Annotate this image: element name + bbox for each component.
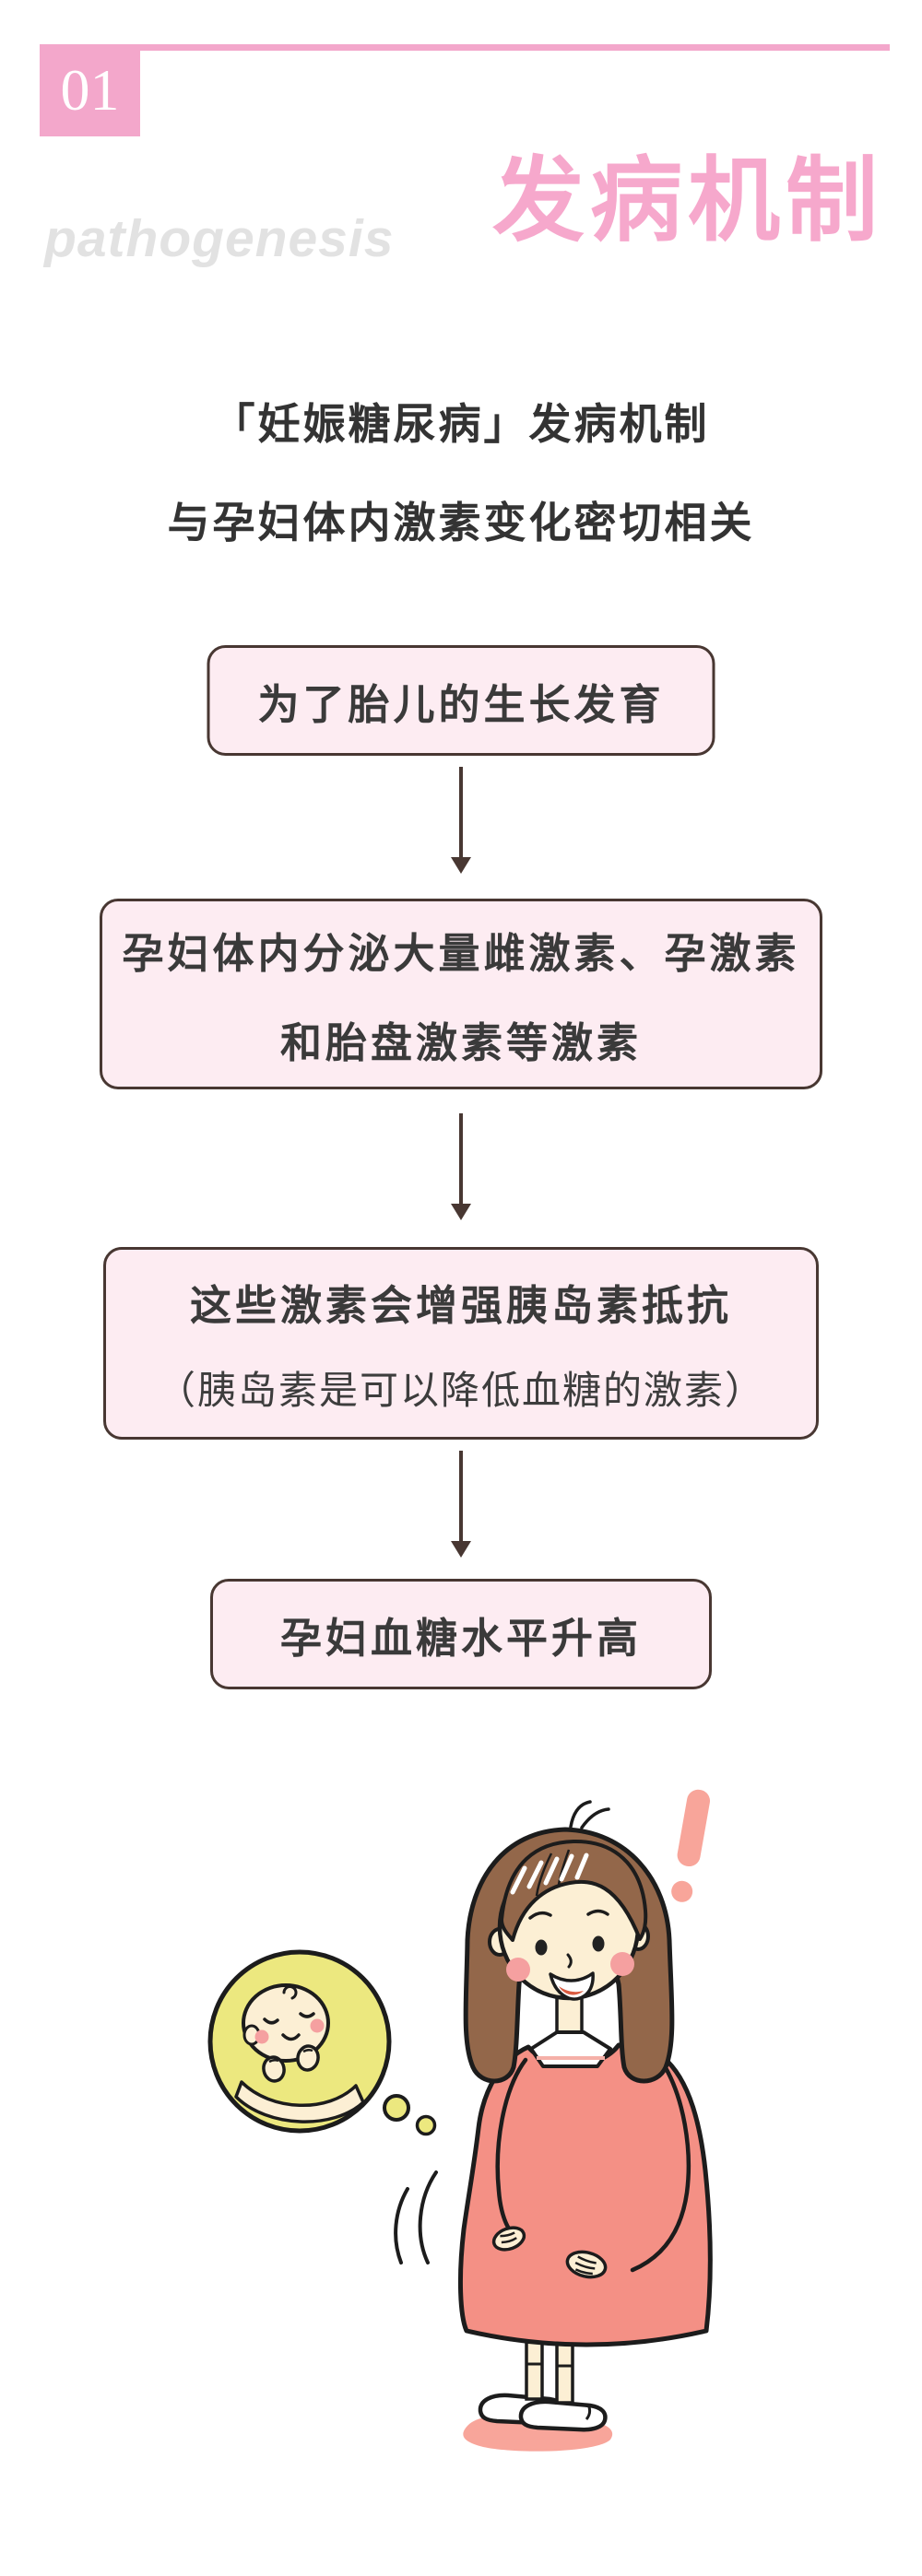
section-number: 01 [60, 57, 120, 123]
flow-step-3: 这些激素会增强胰岛素抵抗 （胰岛素是可以降低血糖的激素） [103, 1247, 819, 1440]
flow-arrow-3 [459, 1451, 463, 1543]
hair-shine [510, 1853, 589, 1895]
flow-step-3-text: 这些激素会增强胰岛素抵抗 [189, 1281, 732, 1329]
hair-strands [535, 1849, 571, 1897]
intro-line-2: 与孕妇体内激素变化密切相关 [167, 499, 755, 547]
motion-lines [394, 2170, 438, 2264]
pregnant-woman-illustration [207, 1789, 713, 2452]
exclamation-icon [671, 1789, 711, 1902]
section-number-box: 01 [40, 44, 140, 136]
shoes-icon [478, 2393, 608, 2432]
subtitle-english: pathogenesis [44, 209, 395, 268]
flow-step-1: 为了胎儿的生长发育 [207, 645, 715, 756]
flow-arrow-1 [459, 767, 463, 859]
antenna-hairs [569, 1800, 610, 1829]
baby-thought-bubble-icon [207, 1949, 392, 2134]
flow-step-3-note: （胰岛素是可以降低血糖的激素） [156, 1368, 765, 1412]
flow-step-1-text: 为了胎儿的生长发育 [257, 680, 665, 728]
intro-line-1: 「妊娠糖尿病」发病机制 [212, 400, 710, 448]
face-features [506, 1909, 634, 2001]
collar [529, 2030, 612, 2068]
page-title: 发病机制 [492, 150, 883, 253]
bubble-dot-large [383, 2094, 410, 2122]
flow-step-2-text-line2: 和胎盘激素等激素 [279, 1018, 642, 1066]
flow-step-4: 孕妇血糖水平升高 [210, 1579, 712, 1689]
legs [525, 2327, 574, 2405]
flow-step-4-text: 孕妇血糖水平升高 [279, 1614, 642, 1662]
hands [491, 2226, 608, 2279]
flow-arrow-2 [459, 1113, 463, 1206]
bubble-dot-small [415, 2114, 437, 2136]
flow-step-2: 孕妇体内分泌大量雌激素、孕激素 和胎盘激素等激素 [100, 899, 822, 1089]
flow-step-2-text-line1: 孕妇体内分泌大量雌激素、孕激素 [122, 929, 800, 977]
arms [495, 2057, 692, 2273]
header-accent-line [140, 44, 890, 51]
